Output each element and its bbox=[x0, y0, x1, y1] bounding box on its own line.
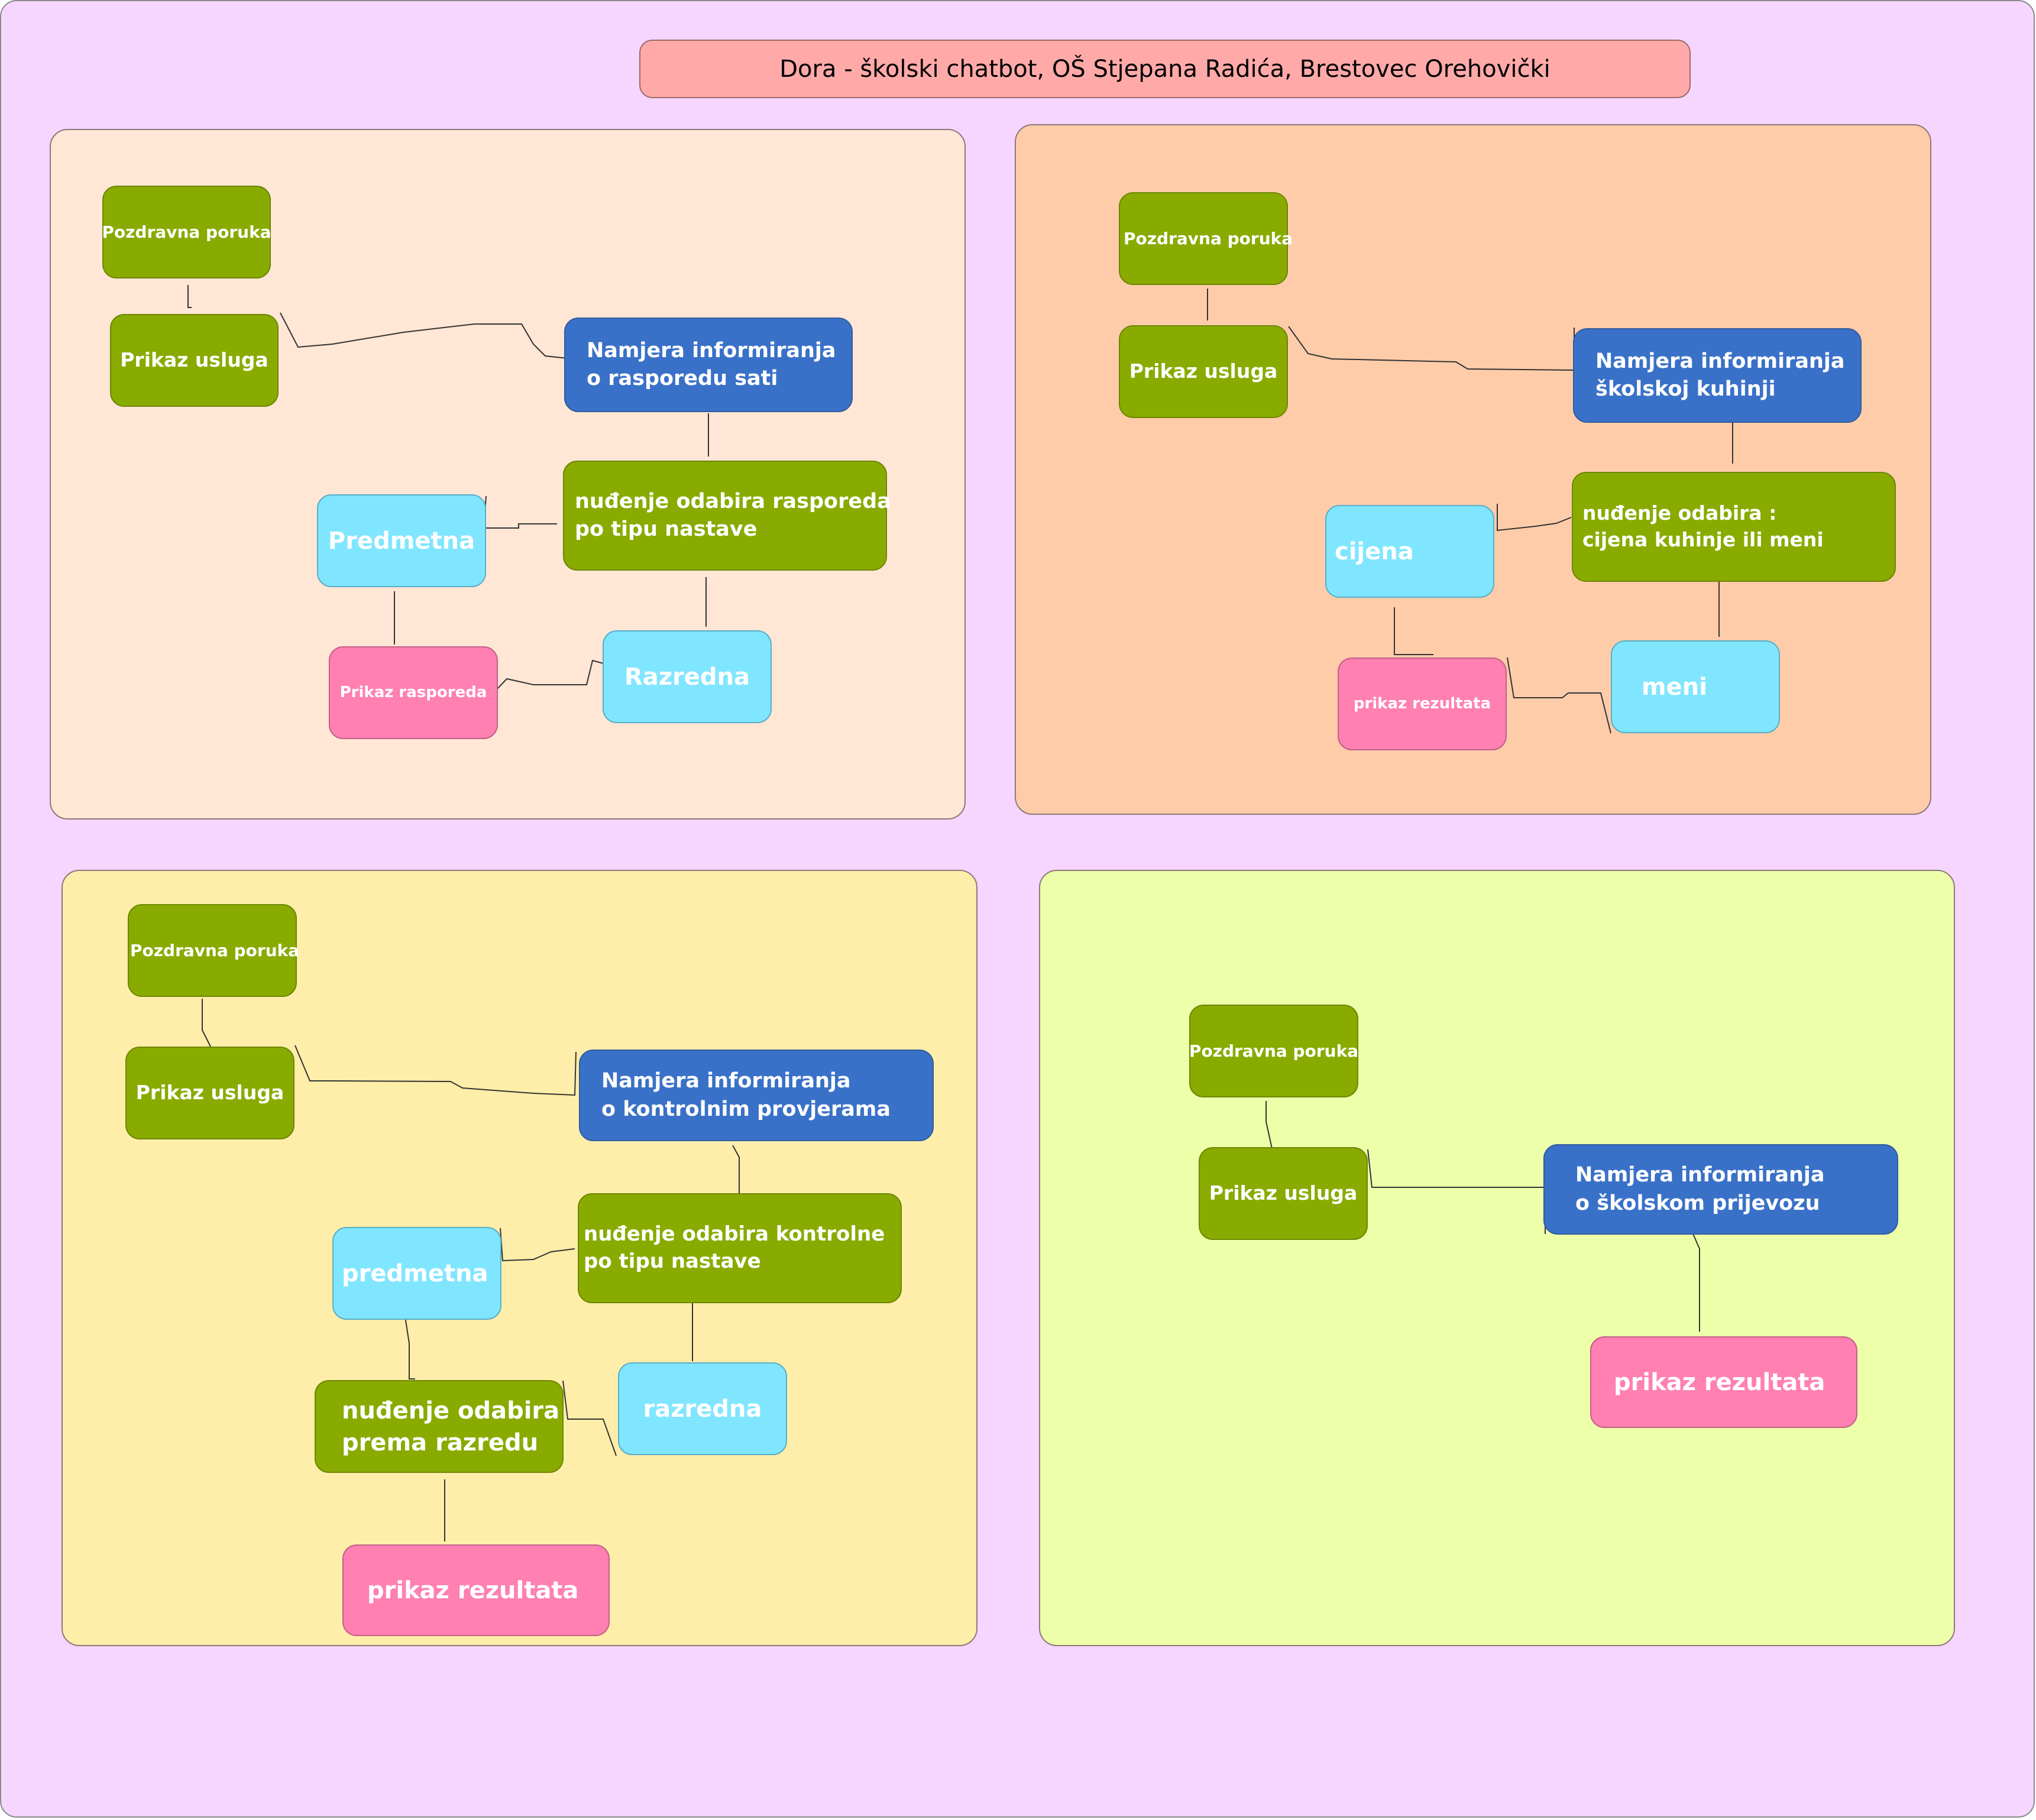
node-greeting: Pozdravna poruka bbox=[1189, 1005, 1358, 1097]
node-intent: Namjera informiranja o kontrolnim provje… bbox=[579, 1050, 934, 1141]
node-services: Prikaz usluga bbox=[1119, 325, 1288, 418]
node-result: Prikaz rasporeda bbox=[329, 646, 498, 739]
node-offer: nuđenje odabira rasporeda po tipu nastav… bbox=[563, 461, 891, 571]
node-intent: Namjera informiranja o rasporedu sati bbox=[564, 318, 853, 412]
node-offer: nuđenje odabira : cijena kuhinje ili men… bbox=[1572, 472, 1896, 582]
panel-transport bbox=[1039, 870, 1955, 1646]
node-services: Prikaz usluga bbox=[1199, 1147, 1368, 1240]
node-price: cijena bbox=[1325, 505, 1494, 598]
node-intent: Namjera informiranja o školskom prijevoz… bbox=[1543, 1144, 1898, 1235]
node-offer: nuđenje odabira kontrolne po tipu nastav… bbox=[578, 1193, 902, 1303]
node-subject: Predmetna bbox=[317, 494, 486, 587]
node-services: Prikaz usluga bbox=[125, 1047, 294, 1139]
node-intent: Namjera informiranja školskoj kuhinji bbox=[1573, 328, 1862, 423]
node-class: razredna bbox=[618, 1362, 787, 1455]
node-result: prikaz rezultata bbox=[1338, 658, 1507, 750]
node-offer-grade: nuđenje odabira prema razredu bbox=[315, 1380, 564, 1473]
node-greeting: Pozdravna poruka bbox=[128, 904, 299, 997]
node-greeting: Pozdravna poruka bbox=[102, 186, 271, 278]
node-menu: meni bbox=[1611, 640, 1780, 733]
node-class: Razredna bbox=[603, 630, 772, 723]
node-services: Prikaz usluga bbox=[110, 314, 279, 407]
node-result: prikaz rezultata bbox=[342, 1544, 610, 1636]
node-result: prikaz rezultata bbox=[1590, 1336, 1857, 1428]
node-subject: predmetna bbox=[332, 1227, 501, 1320]
node-greeting: Pozdravna poruka bbox=[1119, 192, 1293, 285]
diagram-title: Dora - školski chatbot, OŠ Stjepana Radi… bbox=[639, 40, 1691, 98]
